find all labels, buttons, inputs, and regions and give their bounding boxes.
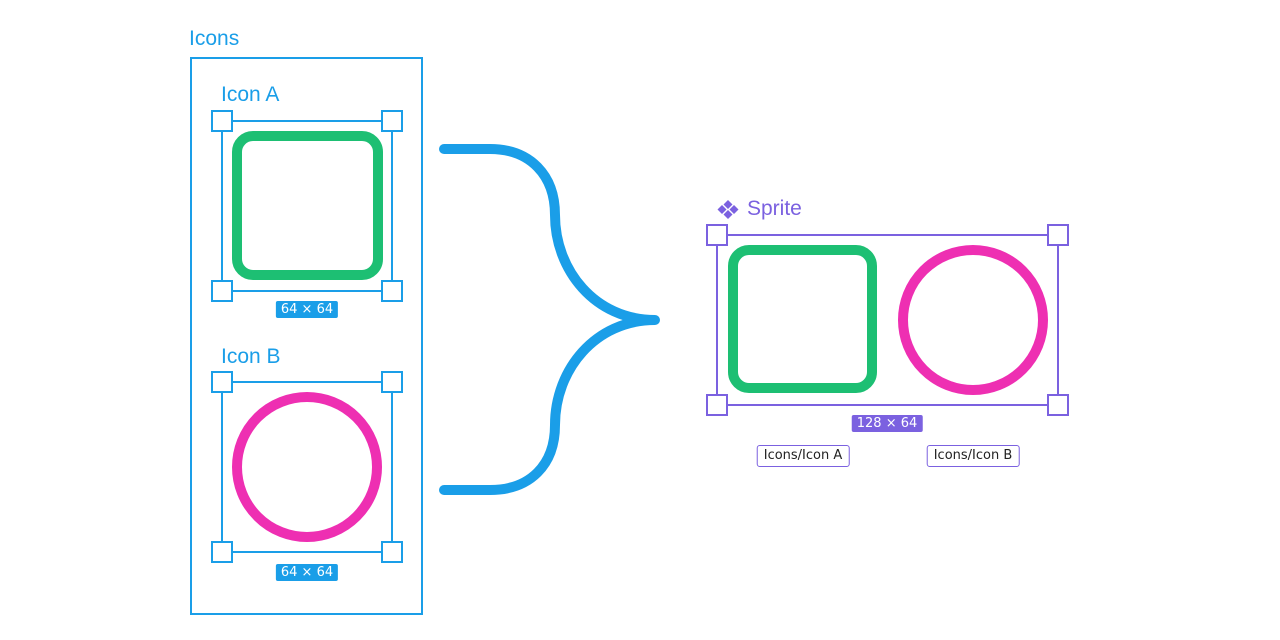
component-diamond-icon bbox=[717, 200, 739, 219]
icon-b-dimensions-badge: 64 × 64 bbox=[275, 564, 339, 581]
sprite-selection-box bbox=[716, 234, 1059, 406]
sprite-rounded-square bbox=[728, 245, 877, 393]
sprite-instance-tag[interactable]: Icons/Icon A bbox=[756, 445, 850, 467]
sprite-dimensions-badge: 128 × 64 bbox=[851, 415, 923, 432]
sprite-label: Sprite bbox=[747, 197, 802, 220]
icon-a-rounded-square bbox=[232, 131, 383, 280]
icon-a-handle-top-left[interactable] bbox=[211, 110, 233, 132]
icon-a-label: Icon A bbox=[221, 83, 280, 106]
icon-b-handle-top-right[interactable] bbox=[381, 371, 403, 393]
icon-a-handle-bottom-left[interactable] bbox=[211, 280, 233, 302]
icon-a-group[interactable] bbox=[211, 110, 403, 302]
icon-b-label: Icon B bbox=[221, 345, 281, 368]
icon-a-dimensions-badge: 64 × 64 bbox=[275, 301, 339, 318]
icon-a-handle-bottom-right[interactable] bbox=[381, 280, 403, 302]
sprite-handle-top-left[interactable] bbox=[706, 224, 728, 246]
sprite-handle-top-right[interactable] bbox=[1047, 224, 1069, 246]
icon-a-handle-top-right[interactable] bbox=[381, 110, 403, 132]
curly-brace-connector bbox=[439, 144, 660, 495]
sprite-circle bbox=[898, 245, 1048, 395]
icon-a-selection-box bbox=[221, 120, 393, 292]
sprite-component[interactable] bbox=[706, 224, 1069, 416]
icon-b-circle bbox=[232, 392, 382, 542]
icon-b-handle-top-left[interactable] bbox=[211, 371, 233, 393]
sprite-handle-bottom-right[interactable] bbox=[1047, 394, 1069, 416]
icon-b-handle-bottom-right[interactable] bbox=[381, 541, 403, 563]
icon-b-group[interactable] bbox=[211, 371, 403, 563]
icon-b-selection-box bbox=[221, 381, 393, 553]
icons-frame[interactable] bbox=[190, 57, 423, 615]
icons-frame-label: Icons bbox=[189, 27, 240, 50]
sprite-handle-bottom-left[interactable] bbox=[706, 394, 728, 416]
sprite-instance-tag[interactable]: Icons/Icon B bbox=[926, 445, 1020, 467]
icon-b-handle-bottom-left[interactable] bbox=[211, 541, 233, 563]
